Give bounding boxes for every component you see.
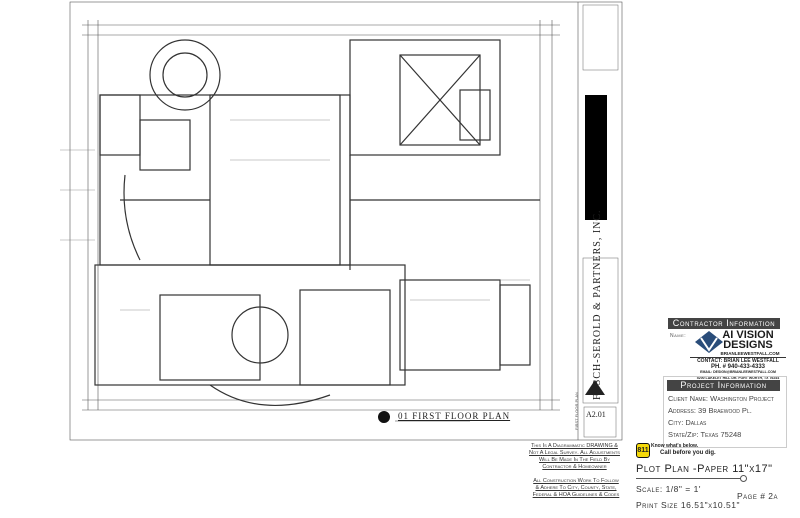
contact-block: CONTACT: BRIAN LEE WESTFALL PH. # 940-43… bbox=[690, 358, 786, 381]
state-value: Texas 75248 bbox=[700, 430, 742, 439]
name-label: Name: bbox=[670, 333, 687, 339]
disclaimer-note: This Is A Diagrammatic DRAWING & Not A L… bbox=[529, 443, 620, 470]
sheet-label: FIRST FLOOR PLAN bbox=[574, 392, 579, 430]
company-line2: DESIGNS bbox=[723, 339, 773, 351]
call-811-badge: 811 bbox=[636, 443, 650, 458]
address-value: 39 Braewood Pl. bbox=[698, 406, 752, 415]
contractor-header: Contractor Information bbox=[668, 318, 780, 329]
contact-address: 5200 LAKELET HILL DR. FORT WORTH, TX 762… bbox=[696, 375, 780, 380]
scale-text: Scale: 1/8" = 1' bbox=[636, 484, 701, 494]
contact-name: CONTACT: BRIAN LEE WESTFALL bbox=[697, 358, 779, 364]
client-label: Client Name: bbox=[668, 394, 709, 403]
firm-name: FUSCH-SEROLD & PARTNERS, INC. bbox=[592, 209, 603, 400]
project-header: Project Information bbox=[667, 380, 780, 391]
project-info-box bbox=[663, 376, 787, 448]
print-size-text: Print Size 16.51"x10.51" bbox=[636, 500, 740, 510]
sheet-number: A2.01 bbox=[586, 410, 606, 419]
address-label: Address: bbox=[668, 406, 696, 415]
page-number: Page # 2a bbox=[737, 491, 779, 501]
call-811-line2: Call before you dig. bbox=[660, 450, 716, 456]
client-value: Washington Project bbox=[710, 394, 774, 403]
city-label: City: bbox=[668, 418, 684, 427]
floor-plan-drawing bbox=[60, 1, 623, 441]
redacted-box bbox=[585, 95, 607, 220]
company-logo-icon bbox=[695, 331, 723, 353]
call-811-line1: Know what's below. bbox=[651, 443, 699, 449]
plan-title: 01 FIRST FLOOR PLAN bbox=[398, 411, 511, 421]
sheet-border bbox=[69, 1, 623, 441]
company-line1: AI VISION bbox=[722, 329, 774, 341]
north-arrow-icon bbox=[378, 411, 390, 423]
company-name: AI VISION DESIGNS bbox=[718, 329, 778, 351]
plot-plan-title: Plot Plan -Paper 11"x17" bbox=[636, 463, 773, 475]
code-note: All Construction Work To Follow & Adhere… bbox=[532, 478, 620, 498]
contact-phone: PH. # 940-433-4333 bbox=[710, 363, 766, 370]
state-label: State/Zip: bbox=[668, 430, 699, 439]
contact-email: EMAIL: DESIGN@BRIANLEEWESTFALL.COM bbox=[700, 370, 776, 374]
city-value: Dallas bbox=[685, 418, 707, 427]
website[interactable]: BRIANLEEWESTFALL.COM bbox=[720, 351, 780, 356]
project-details: Client Name: Washington Project Address:… bbox=[668, 393, 774, 441]
